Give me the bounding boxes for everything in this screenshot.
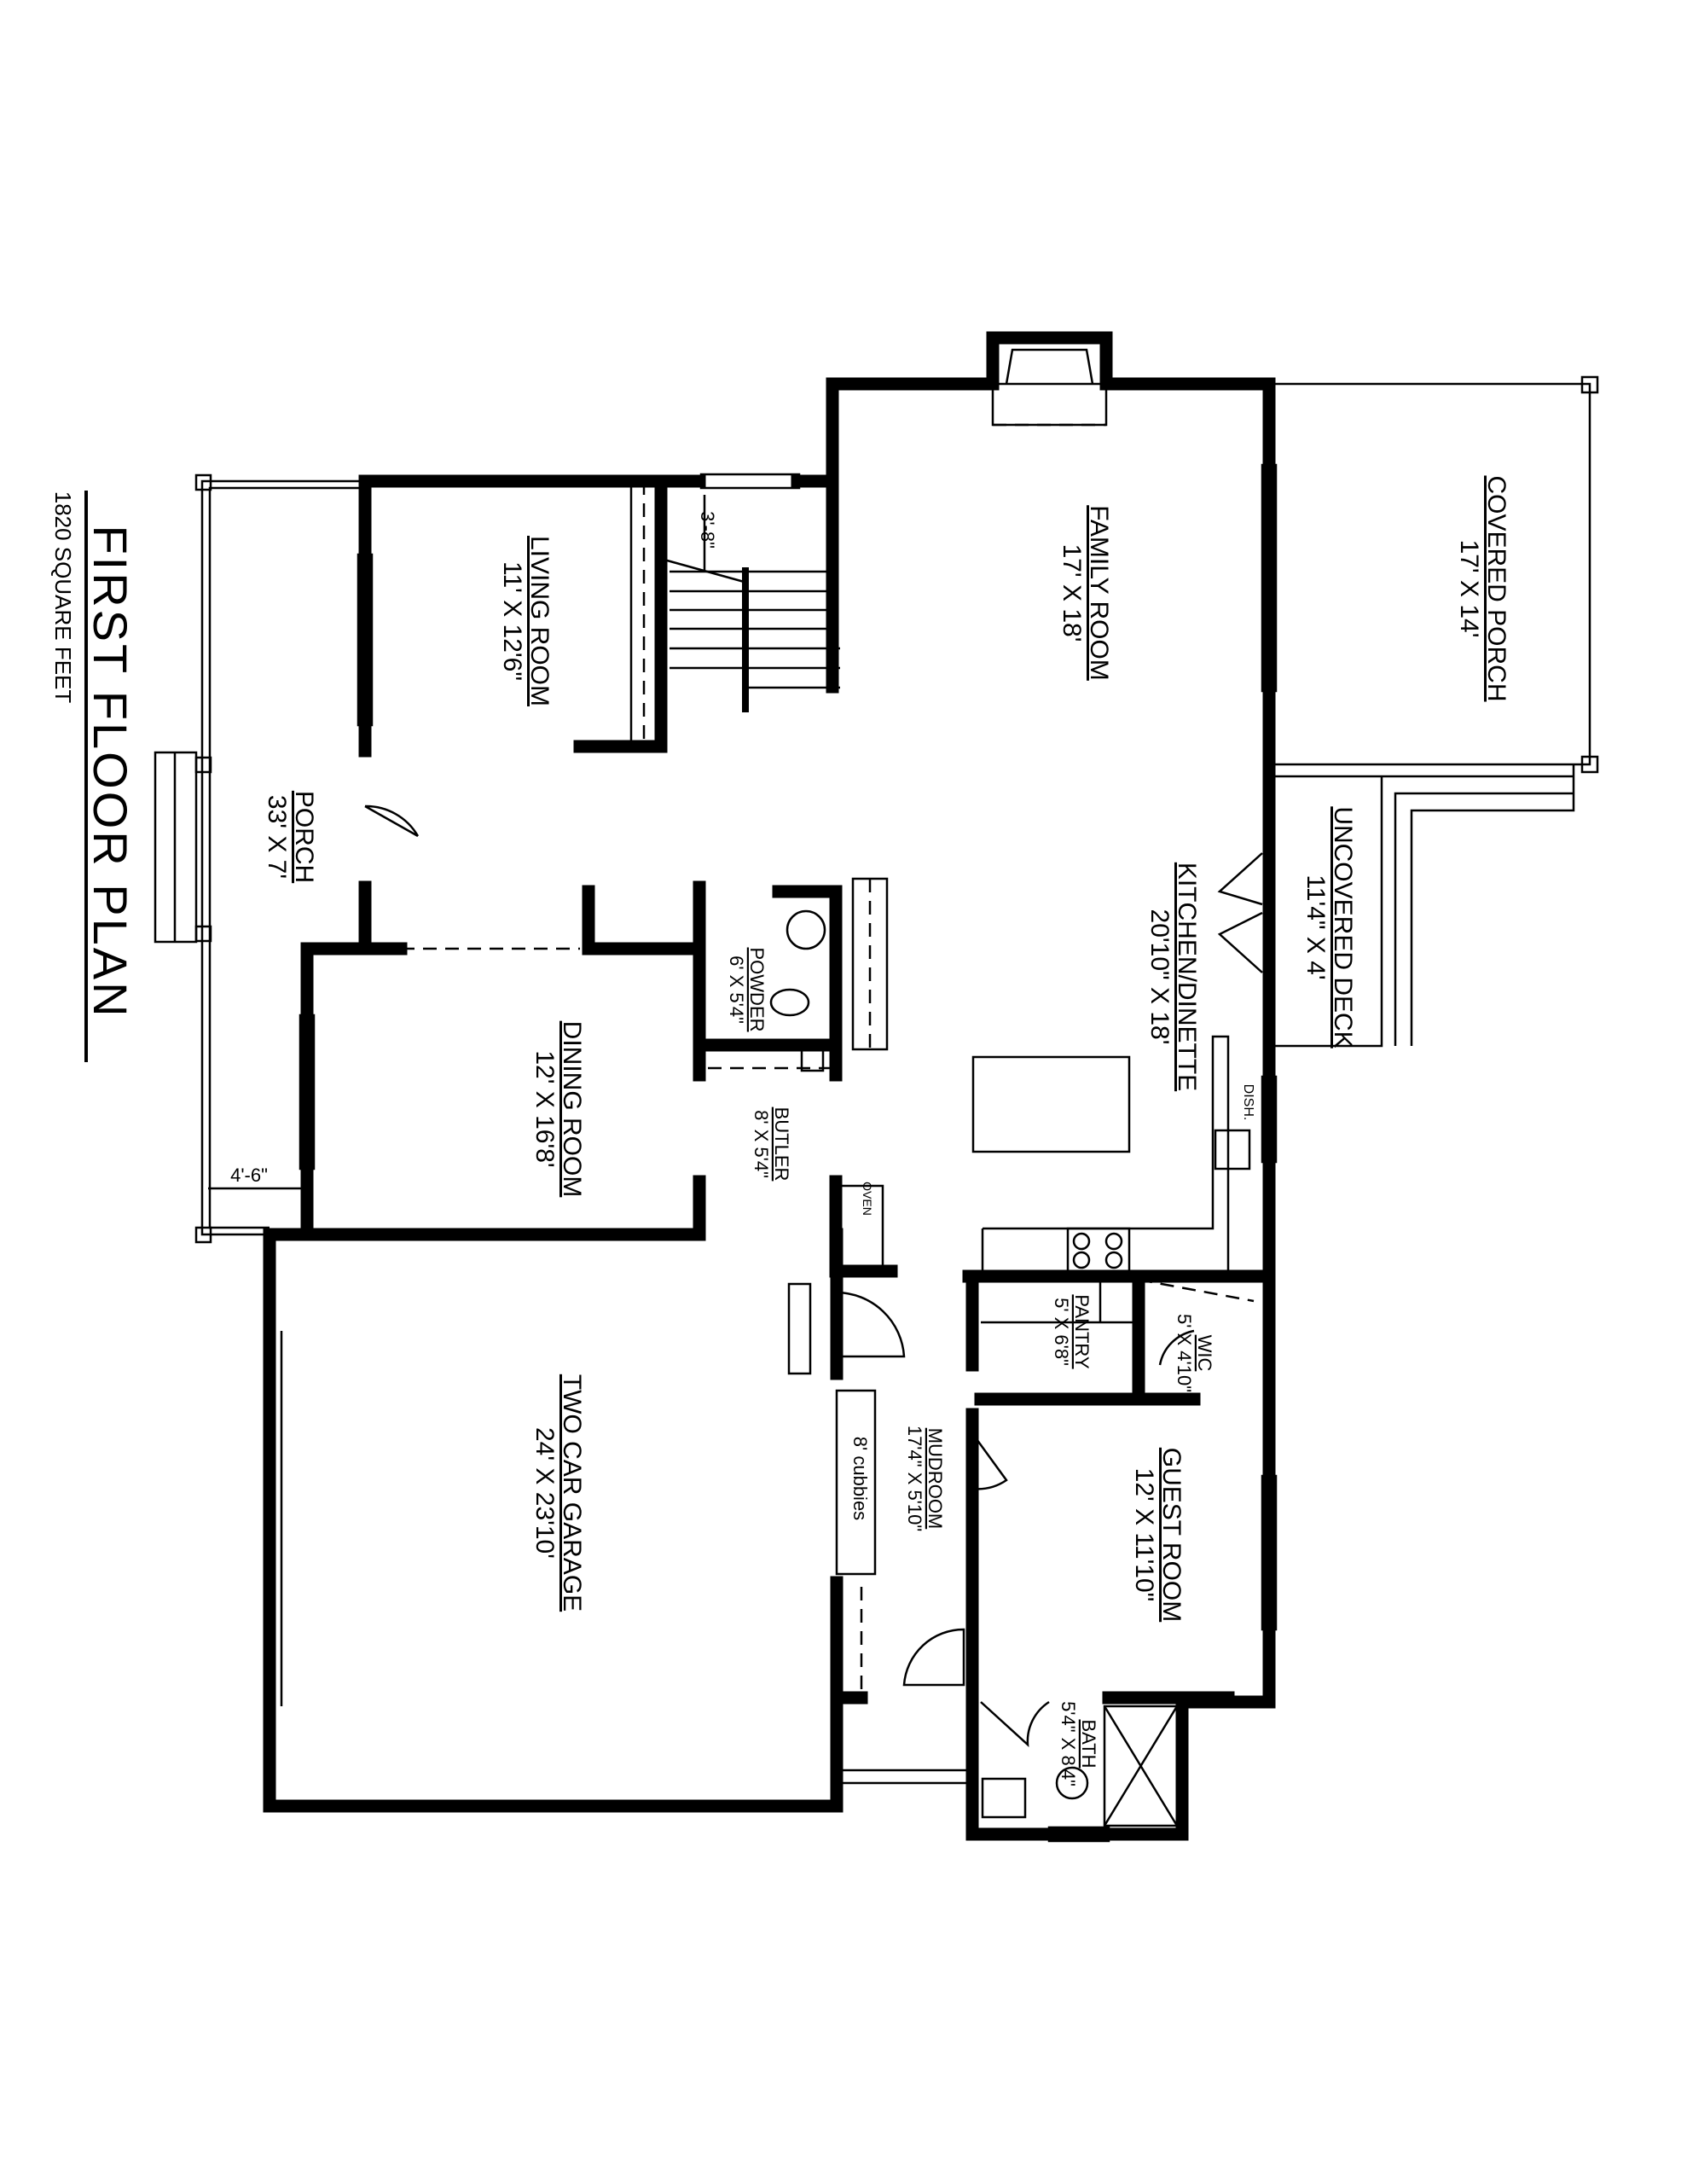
- svg-text:33' X 7': 33' X 7': [263, 795, 291, 879]
- cooktop: [1066, 1227, 1131, 1273]
- powder-fixtures: [708, 909, 832, 1072]
- svg-text:FAMILY ROOM: FAMILY ROOM: [1085, 505, 1113, 681]
- svg-text:12' X 11'10": 12' X 11'10": [1130, 1468, 1158, 1602]
- room-label-uncovered-deck: UNCOVERED DECK 11'4" X 4': [1301, 806, 1357, 1048]
- oven: [838, 1184, 884, 1273]
- staircase: [629, 481, 840, 746]
- stair-width-dimension: 3'-8": [697, 511, 718, 549]
- plan-subtitle: 1820 SQUARE FEET: [50, 491, 76, 704]
- doors: [364, 804, 1263, 1748]
- bath-fixtures: [981, 1278, 1255, 1827]
- svg-text:6' X 5'4": 6' X 5'4": [726, 956, 747, 1024]
- front-porch: [154, 473, 365, 1244]
- svg-text:20'10" X 18': 20'10" X 18': [1145, 909, 1174, 1045]
- svg-text:BATH: BATH: [1078, 1719, 1099, 1768]
- room-label-kitchen: KITCHEN/DINETTE 20'10" X 18': [1145, 863, 1201, 1091]
- svg-text:17' X 18': 17' X 18': [1058, 544, 1086, 642]
- room-label-mudroom: MUDROOM 17'4" X 5'10": [904, 1426, 946, 1531]
- svg-text:12' X 16'8': 12' X 16'8': [530, 1050, 559, 1167]
- svg-text:PORCH: PORCH: [290, 791, 318, 883]
- oven-label: OVEN: [861, 1182, 874, 1216]
- room-label-living-room: LIVING ROOM 11' X 12'6": [498, 536, 554, 706]
- svg-text:BUTLER: BUTLER: [771, 1107, 792, 1182]
- room-label-guest-room: GUEST ROOM 12' X 11'10": [1130, 1448, 1186, 1622]
- svg-text:17'4" X 5'10": 17'4" X 5'10": [904, 1426, 925, 1531]
- fireplace: [991, 348, 1108, 427]
- room-label-covered-porch: COVERED PORCH 17' X 14': [1455, 475, 1510, 701]
- svg-text:5' X 4'10": 5' X 4'10": [1174, 1314, 1195, 1392]
- svg-text:24' X 23'10': 24' X 23'10': [530, 1427, 559, 1559]
- svg-text:MUDROOM: MUDROOM: [925, 1428, 946, 1530]
- room-label-wic: WIC 5' X 4'10": [1174, 1314, 1215, 1392]
- svg-text:LIVING ROOM: LIVING ROOM: [525, 536, 554, 706]
- kitchen-fixtures: OVEN DISH.: [838, 877, 1255, 1273]
- svg-text:8' X 5'4": 8' X 5'4": [751, 1110, 772, 1178]
- room-label-garage: TWO CAR GARAGE 24' X 23'10': [530, 1374, 586, 1612]
- svg-text:COVERED PORCH: COVERED PORCH: [1482, 475, 1510, 701]
- svg-text:PANTRY: PANTRY: [1071, 1294, 1093, 1369]
- svg-text:TWO CAR GARAGE: TWO CAR GARAGE: [558, 1374, 586, 1612]
- room-label-dining-room: DINING ROOM 12' X 16'8': [530, 1021, 586, 1198]
- kitchen-island: [971, 1055, 1131, 1153]
- plan-title: FIRST FLOOR PLAN: [84, 525, 137, 1019]
- kitchen-sink: [1214, 1129, 1251, 1170]
- cubbies-label: 8' cubbies: [849, 1437, 871, 1520]
- room-label-bath: BATH 5'4" X 8'4": [1058, 1701, 1099, 1786]
- svg-text:GUEST ROOM: GUEST ROOM: [1157, 1448, 1186, 1622]
- porch-depth-dimension: 4'-6": [230, 1165, 268, 1186]
- room-label-family-room: FAMILY ROOM 17' X 18': [1058, 505, 1113, 681]
- svg-text:17' X 14': 17' X 14': [1455, 540, 1483, 638]
- svg-text:DINING ROOM: DINING ROOM: [558, 1021, 586, 1198]
- svg-text:WIC: WIC: [1194, 1335, 1215, 1372]
- svg-text:11'4" X 4': 11'4" X 4': [1301, 874, 1330, 979]
- exterior-walls: [263, 331, 1276, 1841]
- mudroom-cubbies: [787, 1282, 972, 1785]
- svg-text:KITCHEN/DINETTE: KITCHEN/DINETTE: [1173, 863, 1201, 1091]
- room-label-pantry: PANTRY 5' X 6'8": [1051, 1294, 1093, 1369]
- svg-text:11' X 12'6": 11' X 12'6": [498, 561, 526, 681]
- room-label-butler: BUTLER 8' X 5'4": [751, 1107, 792, 1182]
- room-label-porch: PORCH 33' X 7': [263, 791, 318, 883]
- svg-text:UNCOVERED DECK: UNCOVERED DECK: [1329, 806, 1357, 1048]
- svg-text:5'4" X 8'4": 5'4" X 8'4": [1058, 1701, 1079, 1786]
- svg-text:POWDER: POWDER: [746, 948, 768, 1032]
- covered-porch: [1269, 375, 1599, 1048]
- windows: [299, 463, 1278, 1843]
- svg-text:5' X 6'8": 5' X 6'8": [1051, 1298, 1072, 1366]
- dishwasher-label: DISH.: [1241, 1084, 1255, 1121]
- room-label-powder: POWDER 6' X 5'4": [726, 948, 768, 1032]
